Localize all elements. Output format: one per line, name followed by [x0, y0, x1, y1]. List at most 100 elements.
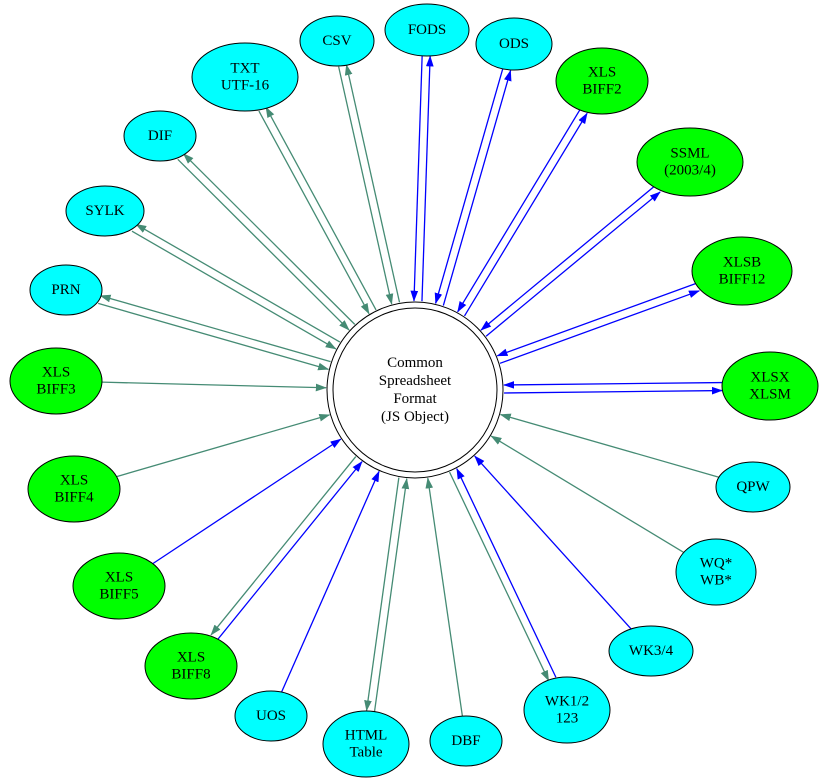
- node-xls-biff4-label: BIFF4: [54, 490, 94, 506]
- node-xlsb-biff12-label: XLSB: [723, 255, 761, 271]
- node-fods-label: FODS: [408, 22, 446, 38]
- node-xlsx-xlsm-label: XLSM: [749, 387, 791, 403]
- edge-prn-to-center: [97, 302, 330, 371]
- node-uos-label: UOS: [256, 708, 286, 724]
- node-prn: PRN: [29, 264, 103, 316]
- node-html-table-label: Table: [349, 745, 382, 761]
- node-txt-utf16-label: TXT: [230, 61, 259, 77]
- edge-sylk-to-center: [131, 230, 337, 350]
- edge-ods-to-center: [434, 68, 504, 305]
- node-xls-biff3-label: XLS: [42, 365, 70, 381]
- edge-center-to-ssml: [485, 191, 661, 337]
- node-csv-label: CSV: [322, 33, 351, 49]
- edge-xlsb-biff12-to-center: [496, 282, 697, 357]
- node-csv: CSV: [299, 15, 375, 67]
- node-xls-biff3-label: BIFF3: [36, 382, 75, 398]
- node-ods-label: ODS: [499, 36, 529, 52]
- edge-center-to-xlsb-biff12: [499, 290, 701, 364]
- node-fods: FODS: [384, 3, 470, 57]
- edge-center-to-txt-utf16: [265, 106, 377, 311]
- node-ssml: SSML(2003/4): [636, 127, 744, 197]
- edge-center-to-wk12-123: [448, 471, 550, 682]
- edge-html-table-to-center: [373, 477, 410, 712]
- node-xls-biff2-label: XLS: [588, 65, 616, 81]
- edge-center-to-xls-biff8: [210, 456, 357, 636]
- node-qpw-label: QPW: [736, 479, 770, 495]
- node-ssml-label: SSML: [670, 146, 709, 162]
- node-sylk: SYLK: [65, 185, 145, 237]
- node-sylk-label: SYLK: [85, 203, 124, 219]
- edge-xlsx-xlsm-to-center: [503, 381, 722, 389]
- node-txt-utf16-label: UTF-16: [221, 78, 270, 94]
- node-dbf-label: DBF: [451, 733, 480, 749]
- node-xls-biff8-label: BIFF8: [171, 667, 210, 683]
- edge-fods-to-center: [410, 55, 423, 302]
- edge-center-to-dif: [182, 153, 356, 325]
- center-node-label: Format: [393, 391, 437, 407]
- node-xls-biff8-label: XLS: [177, 650, 205, 666]
- edge-xls-biff2-to-center: [457, 108, 581, 313]
- edge-csv-to-center: [337, 66, 394, 305]
- center-node-label: (JS Object): [381, 409, 449, 425]
- node-wk34: WK3/4: [608, 625, 694, 677]
- node-qpw: QPW: [715, 461, 791, 513]
- edge-xls-biff4-to-center: [116, 413, 331, 478]
- edge-ssml-to-center: [480, 185, 656, 331]
- node-wq-wb: WQ*WB*: [675, 538, 757, 606]
- edge-qpw-to-center: [499, 413, 720, 478]
- node-xlsx-xlsm-label: XLSX: [750, 370, 789, 386]
- edge-dbf-to-center: [425, 477, 464, 717]
- node-wk12-123-label: 123: [556, 711, 579, 727]
- center-node-label: Common: [387, 355, 443, 371]
- node-dbf: DBF: [429, 715, 503, 767]
- edge-xls-biff3-to-center: [101, 381, 327, 392]
- edge-uos-to-center: [280, 470, 380, 693]
- edge-xls-biff8-to-center: [216, 461, 363, 641]
- node-xls-biff5-label: XLS: [105, 570, 133, 586]
- edge-center-to-xlsx-xlsm: [504, 386, 723, 395]
- node-ods: ODS: [475, 17, 553, 71]
- node-xls-biff4-label: XLS: [60, 473, 88, 489]
- node-uos: UOS: [234, 690, 308, 742]
- node-html-table-label: HTML: [345, 728, 388, 744]
- edge-center-to-html-table: [364, 477, 400, 712]
- edge-wq-wb-to-center: [490, 435, 685, 554]
- node-prn-label: PRN: [51, 282, 80, 298]
- node-ssml-label: (2003/4): [664, 163, 716, 179]
- node-dif-label: DIF: [148, 128, 172, 144]
- node-xls-biff2-label: BIFF2: [582, 82, 621, 98]
- edge-center-to-ods: [442, 69, 512, 306]
- edge-dif-to-center: [177, 158, 350, 331]
- node-wq-wb-label: WQ*: [700, 556, 733, 572]
- center-node-label: Spreadsheet: [379, 373, 452, 389]
- node-wk12-123-label: WK1/2: [545, 694, 589, 710]
- edge-center-to-prn: [99, 294, 331, 363]
- edge-xls-biff5-to-center: [152, 438, 342, 565]
- nodes-layer: CSVFODSODSXLSBIFF2SSML(2003/4)XLSBBIFF12…: [9, 3, 819, 778]
- edge-wk34-to-center: [474, 455, 632, 630]
- node-wk34-label: WK3/4: [629, 643, 674, 659]
- edge-center-to-fods: [421, 55, 434, 302]
- edge-center-to-xls-biff2: [463, 112, 588, 317]
- edges-layer: [97, 55, 723, 717]
- edge-txt-utf16-to-center: [258, 110, 370, 315]
- node-wq-wb-label: WB*: [700, 573, 732, 589]
- node-xls-biff5-label: BIFF5: [99, 587, 138, 603]
- node-xlsb-biff12-label: BIFF12: [719, 272, 766, 288]
- edge-center-to-sylk: [135, 223, 341, 343]
- node-dif: DIF: [123, 110, 197, 162]
- edge-center-to-csv: [344, 64, 401, 303]
